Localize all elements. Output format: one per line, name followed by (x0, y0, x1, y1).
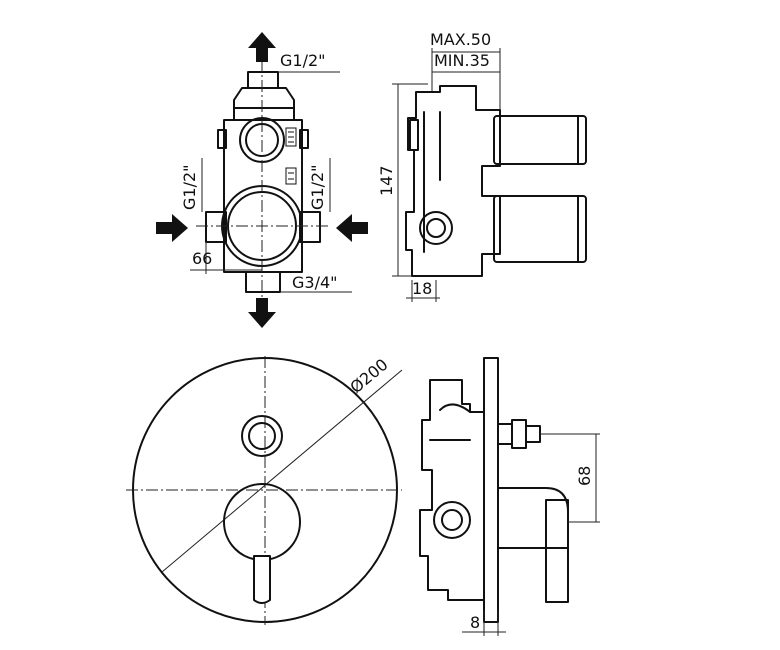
flow-arrows (156, 32, 368, 328)
dim-66-label: 66 (192, 249, 212, 268)
bottom-outlet-label: G3/4" (292, 273, 338, 292)
dim-68-label: 68 (575, 466, 594, 486)
valve-body-front-view (196, 60, 330, 300)
arrow-down-icon (248, 298, 276, 328)
left-inlet-label: G1/2" (180, 164, 199, 210)
front-view-dimensions: G1/2" G1/2" G1/2" 66 G3/4" (180, 51, 352, 293)
cover-plate-side-view: 68 8 (419, 357, 600, 636)
arrow-left-icon (336, 214, 368, 242)
min-depth-label: MIN.35 (434, 51, 490, 70)
top-outlet-label: G1/2" (280, 51, 326, 70)
valve-body-side-view: MAX.50 MIN.35 147 18 (377, 30, 587, 302)
right-inlet-label: G1/2" (308, 164, 327, 210)
diameter-label: Ø200 (346, 355, 391, 397)
cover-plate-front-view: Ø200 (126, 355, 403, 625)
dim-147-label: 147 (377, 165, 396, 196)
arrow-right-icon (156, 214, 188, 242)
arrow-up-icon (248, 32, 276, 62)
dim-8-label: 8 (470, 613, 480, 632)
dim-18-label: 18 (412, 279, 432, 298)
max-depth-label: MAX.50 (430, 30, 491, 49)
